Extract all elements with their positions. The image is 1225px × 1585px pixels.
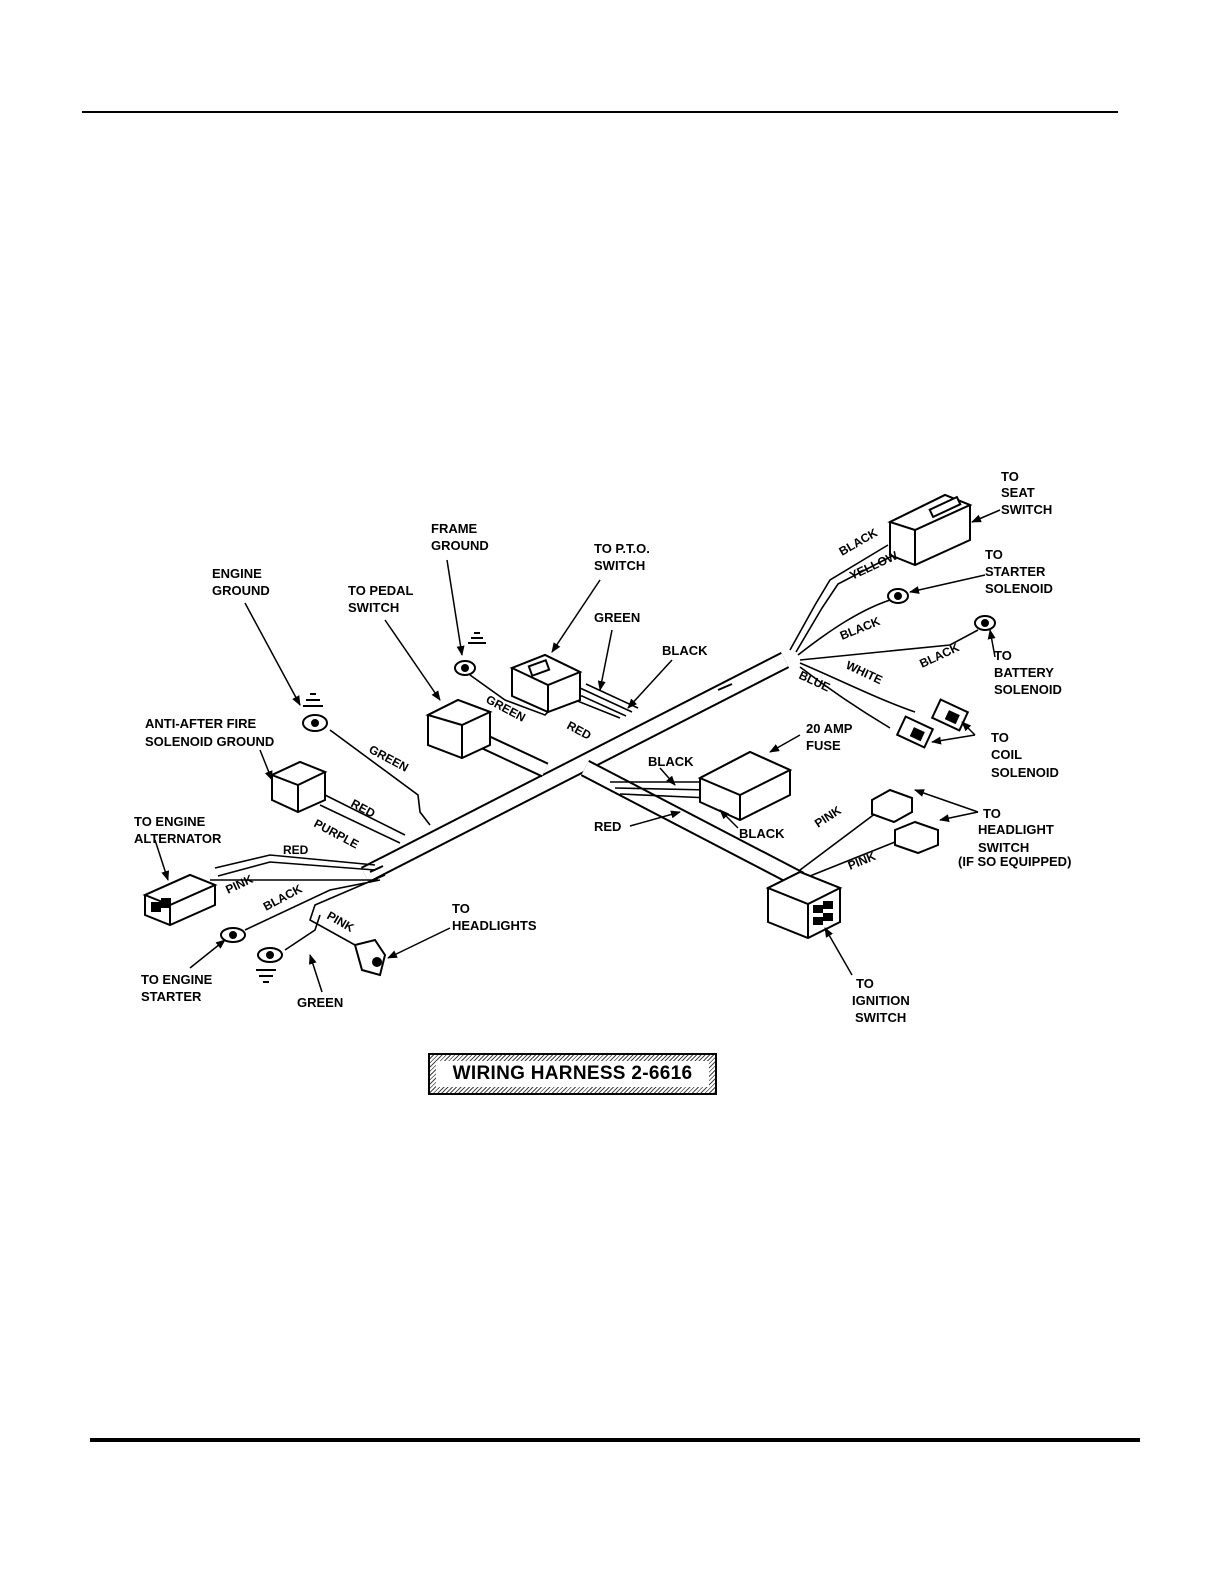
connector-pedal-switch (425, 698, 493, 760)
connector-ignition-switch (765, 870, 843, 940)
label-to-seat-switch: TO SEAT SWITCH (1001, 469, 1052, 517)
wire-label-pink-hl-upper: PINK (812, 803, 844, 831)
wire-label-black-battery: BLACK (917, 640, 961, 671)
engine-ground-icon (303, 693, 323, 707)
ring-terminal-engine-starter (220, 927, 246, 943)
connector-engine-alternator (142, 873, 218, 927)
leader-lines (154, 509, 1001, 993)
connector-pto-switch (509, 653, 583, 714)
top-rule (82, 111, 1118, 113)
connector-coil-solenoid-lower (895, 715, 935, 749)
label-fuse: 20 AMP FUSE (806, 721, 856, 753)
wire-label-pink-alt: PINK (223, 872, 255, 897)
label-engine-ground: ENGINE GROUND (212, 566, 270, 598)
wire-label-red-afs: RED (349, 796, 378, 820)
label-to-engine-starter: TO ENGINE STARTER (141, 972, 216, 1004)
label-frame-ground: FRAME GROUND (431, 521, 489, 553)
connector-anti-after-fire (269, 760, 328, 814)
connector-seat-switch (887, 493, 973, 567)
main-trunk (360, 651, 790, 884)
connector-headlight-switch (871, 788, 939, 855)
green-ground-icon (256, 969, 276, 983)
wire-label-pink-hl-lower: PINK (846, 849, 878, 873)
label-black-top: BLACK (662, 643, 708, 658)
label-to-headlights: TO HEADLIGHTS (452, 901, 537, 933)
wire-label-blue-coil: BLUE (797, 668, 833, 694)
label-red-fuse: RED (594, 819, 621, 834)
ring-terminal-engine-ground (302, 714, 328, 732)
frame-ground-icon (468, 632, 486, 644)
label-to-coil-solenoid: TO COIL SOLENOID (991, 730, 1059, 780)
label-to-starter-solenoid: TO STARTER SOLENOID (985, 547, 1053, 596)
label-black-fuse-top: BLACK (648, 754, 694, 769)
label-green-top: GREEN (594, 610, 640, 625)
diagram-caption-frame: WIRING HARNESS 2-6616 (428, 1053, 717, 1095)
wire-label-green-engine: GREEN (367, 742, 411, 774)
wire-label-white-coil: WHITE (844, 658, 885, 687)
wires (210, 544, 979, 951)
label-to-pedal-switch: TO PEDAL SWITCH (348, 583, 417, 615)
label-anti-after-fire: ANTI-AFTER FIRE SOLENOID GROUND (145, 716, 274, 749)
ring-terminal-frame-ground (454, 660, 476, 676)
label-to-engine-alternator: TO ENGINE ALTERNATOR (134, 814, 222, 846)
diagram-caption: WIRING HARNESS 2-6616 (436, 1061, 709, 1087)
ring-terminal-starter-solenoid (887, 588, 909, 604)
wire-label-black-starter-sol: BLACK (838, 614, 882, 643)
label-black-fuse-bottom: BLACK (739, 826, 785, 841)
ring-terminal-green-ground (257, 947, 283, 963)
ring-terminal-battery-solenoid (974, 615, 996, 631)
label-to-battery-solenoid: TO BATTERY SOLENOID (994, 648, 1062, 697)
label-green-bottom: GREEN (297, 995, 343, 1010)
label-to-pto-switch: TO P.T.O. SWITCH (594, 541, 654, 573)
callout-labels: ENGINE GROUND TO PEDAL SWITCH FRAME GROU… (134, 469, 1071, 1025)
connector-coil-solenoid-upper (930, 698, 970, 732)
fuse-holder (697, 750, 793, 822)
cross-trunk (580, 760, 805, 888)
wire-label-red-alt: RED (283, 843, 309, 857)
wire-label-red-pto: RED (565, 718, 594, 742)
bottom-rule (90, 1438, 1140, 1442)
label-to-ignition-switch: TO IGNITION SWITCH (852, 976, 913, 1025)
label-to-headlight-switch: TO HEADLIGHT SWITCH (IF SO EQUIPPED) (958, 806, 1071, 869)
wire-label-black-starter: BLACK (261, 881, 305, 913)
connector-headlights (353, 938, 387, 977)
